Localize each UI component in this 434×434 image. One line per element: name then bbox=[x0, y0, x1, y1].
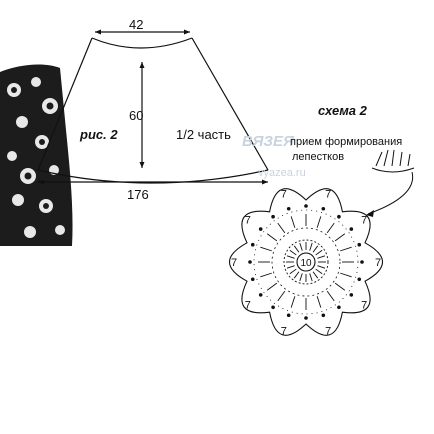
chain-dot bbox=[360, 260, 364, 264]
part-label: 1/2 часть bbox=[176, 127, 231, 142]
bottom-width-label: 176 bbox=[127, 187, 149, 202]
center-stitch bbox=[286, 255, 295, 259]
center-stitch bbox=[317, 265, 326, 269]
middle-stitch bbox=[266, 282, 278, 291]
chain-dot bbox=[337, 305, 341, 310]
center-stitch bbox=[315, 268, 323, 275]
center-stitch bbox=[289, 249, 297, 256]
center-stitch bbox=[299, 273, 303, 282]
chain-dot bbox=[357, 277, 362, 282]
technique-note-line1: прием формирования bbox=[290, 136, 403, 148]
chain-dot bbox=[258, 227, 263, 231]
chain-dot bbox=[321, 206, 326, 211]
technique-note-line2: лепестков bbox=[292, 151, 345, 163]
center-stitch bbox=[315, 249, 323, 256]
center-stitch bbox=[293, 245, 300, 253]
petal-count-label: 7 bbox=[281, 189, 287, 201]
middle-stitch bbox=[277, 290, 286, 302]
chain-dot bbox=[349, 227, 354, 231]
petal-count-label: 7 bbox=[245, 215, 251, 227]
petal-technique-detail bbox=[367, 149, 415, 215]
chain-dot bbox=[271, 305, 275, 310]
middle-stitch bbox=[326, 290, 335, 302]
chain-dot bbox=[250, 277, 255, 282]
middle-stitch bbox=[334, 233, 346, 242]
chain-dot bbox=[337, 214, 341, 219]
stitch-ring-inner bbox=[283, 239, 329, 285]
stitch-ring-outer bbox=[253, 209, 359, 315]
chain-dot bbox=[304, 316, 308, 320]
stitch-ring-middle bbox=[271, 227, 341, 297]
top-width-label: 42 bbox=[129, 17, 144, 32]
pattern-top-edge bbox=[91, 37, 193, 49]
motif-scalloped-edge bbox=[229, 188, 383, 336]
pattern-bottom-edge bbox=[37, 169, 269, 184]
chain-dot bbox=[258, 293, 263, 297]
middle-stitch bbox=[277, 222, 286, 234]
height-label: 60 bbox=[129, 108, 144, 123]
middle-stitch bbox=[316, 296, 322, 308]
chain-dot bbox=[286, 206, 291, 211]
center-stitch bbox=[312, 245, 319, 253]
center-stitch bbox=[312, 271, 319, 279]
lace-garment-photo bbox=[0, 64, 73, 246]
petal-count-label: 7 bbox=[325, 189, 331, 201]
center-stitch bbox=[286, 265, 295, 269]
scheme-label: схема 2 bbox=[318, 103, 367, 118]
chain-dot bbox=[248, 260, 252, 264]
chain-dot bbox=[250, 242, 255, 247]
middle-stitch bbox=[260, 272, 272, 278]
chain-dot bbox=[286, 313, 291, 318]
middle-stitch bbox=[290, 216, 296, 228]
center-stitch bbox=[309, 242, 313, 251]
chain-dot bbox=[271, 214, 275, 219]
chain-dot bbox=[304, 204, 308, 208]
petal-count-label: 7 bbox=[281, 325, 287, 337]
middle-stitch bbox=[316, 216, 322, 228]
center-stitch bbox=[317, 255, 326, 259]
petal-count-label: 7 bbox=[245, 299, 251, 311]
middle-stitch bbox=[290, 296, 296, 308]
center-stitch bbox=[289, 268, 297, 275]
middle-stitch bbox=[260, 246, 272, 252]
center-ring bbox=[296, 252, 316, 272]
watermark-site: vyazea.ru bbox=[258, 167, 306, 179]
petal-count-label: 7 bbox=[361, 299, 367, 311]
center-stitch bbox=[309, 273, 313, 282]
watermark-brand: ВЯЗЕЯ bbox=[242, 133, 294, 150]
petal-count-label: 7 bbox=[325, 325, 331, 337]
pattern-right-side bbox=[191, 37, 269, 171]
chain-dot bbox=[321, 313, 326, 318]
center-count-label: 10 bbox=[300, 258, 312, 269]
middle-stitch bbox=[340, 246, 352, 252]
middle-stitch bbox=[340, 272, 352, 278]
petal-count-label: 7 bbox=[375, 257, 381, 269]
middle-stitch bbox=[326, 222, 335, 234]
petal-count-label: 7 bbox=[231, 257, 237, 269]
petal-count-label: 7 bbox=[361, 215, 367, 227]
pattern-left-side bbox=[37, 37, 93, 171]
center-stitch bbox=[293, 271, 300, 279]
chain-dot bbox=[357, 242, 362, 247]
middle-stitch bbox=[266, 233, 278, 242]
figure-label: рис. 2 bbox=[80, 127, 118, 142]
center-stitch bbox=[299, 242, 303, 251]
chain-dot bbox=[349, 293, 354, 297]
middle-stitch bbox=[334, 282, 346, 291]
